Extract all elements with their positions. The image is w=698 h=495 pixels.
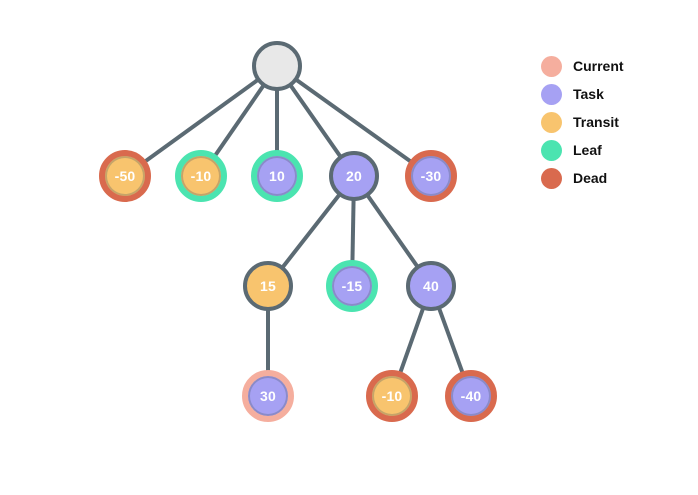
tree-edge-root-n50m <box>123 64 279 178</box>
legend-label: Task <box>573 86 604 102</box>
legend-swatch-dead <box>541 167 562 189</box>
tree-node--50: -50 <box>99 150 151 202</box>
node-value-label: 30 <box>260 388 276 404</box>
node-value-label: -40 <box>460 388 482 404</box>
node-value-label: 40 <box>423 278 439 294</box>
tree-node--40: -40 <box>445 370 497 422</box>
legend-item-dead: Dead <box>541 167 624 189</box>
legend-item-current: Current <box>541 55 624 77</box>
node-value-label: -10 <box>381 388 403 404</box>
tree-node--15: -15 <box>326 260 378 312</box>
tree-node--10: -10 <box>366 370 418 422</box>
node-value-label: 20 <box>346 168 362 184</box>
tree-node-40: 40 <box>406 261 456 311</box>
legend-swatch-transit <box>541 111 562 133</box>
root-node <box>252 41 302 91</box>
tree-node--30: -30 <box>405 150 457 202</box>
node-value-label: -30 <box>420 168 442 184</box>
tree-node-10: 10 <box>251 150 303 202</box>
node-value-label: -50 <box>114 168 136 184</box>
node-value-label: 15 <box>260 278 276 294</box>
tree-node-30: 30 <box>242 370 294 422</box>
legend-item-leaf: Leaf <box>541 139 624 161</box>
legend-label: Dead <box>573 170 608 186</box>
legend-label: Current <box>573 58 624 74</box>
legend-swatch-leaf <box>541 139 562 161</box>
node-value-label: 10 <box>269 168 285 184</box>
legend-swatch-current <box>541 55 562 77</box>
node-value-label: -15 <box>341 278 363 294</box>
legend-item-task: Task <box>541 83 624 105</box>
legend-label: Transit <box>573 114 619 130</box>
tree-node-20: 20 <box>329 151 379 201</box>
node-value-label: -10 <box>190 168 212 184</box>
tree-edge-root-n30m <box>275 64 433 178</box>
tree-node--10: -10 <box>175 150 227 202</box>
legend-label: Leaf <box>573 142 602 158</box>
tree-node-15: 15 <box>243 261 293 311</box>
legend-swatch-task <box>541 83 562 105</box>
legend-item-transit: Transit <box>541 111 624 133</box>
